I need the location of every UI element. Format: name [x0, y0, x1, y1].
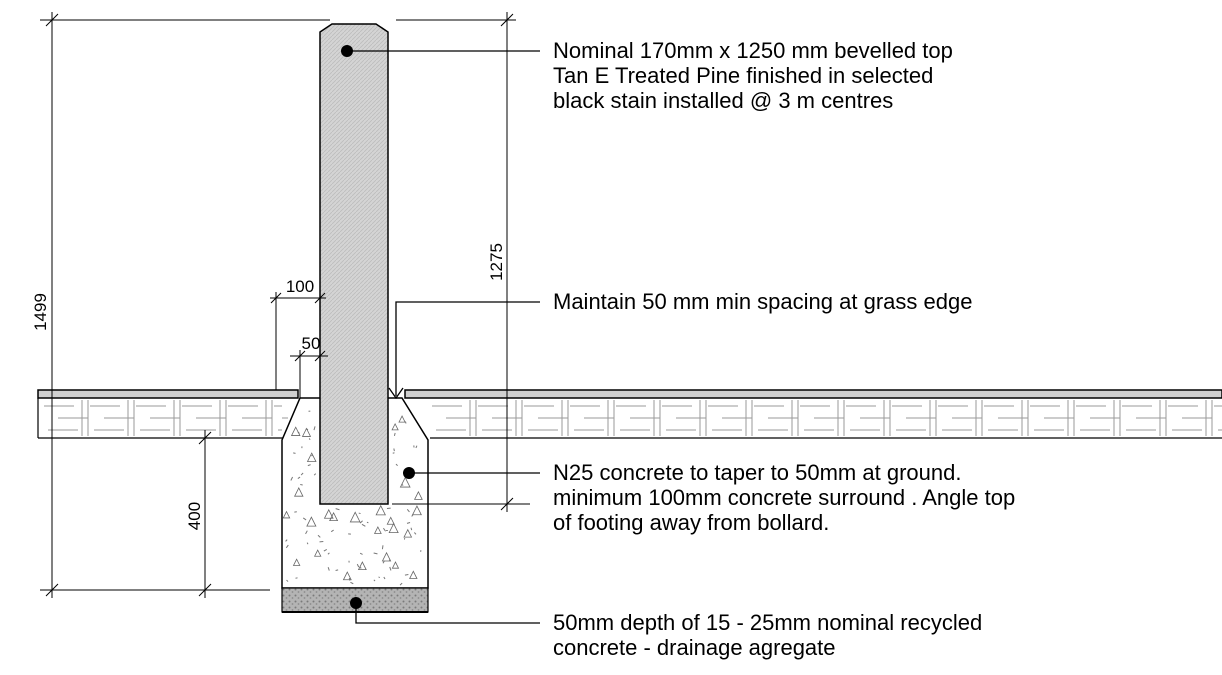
drainage-note-line-2: concrete - drainage agregate [553, 635, 836, 660]
leader-spacing-note [388, 301, 540, 400]
concrete-note-line-3: of footing away from bollard. [553, 510, 830, 535]
dimension-taper-width [290, 350, 328, 398]
post-spec-line-1: Nominal 170mm x 1250 mm bevelled top [553, 38, 953, 63]
leader-post-note [341, 45, 540, 57]
dimension-footing-depth [196, 430, 280, 598]
post-spec-line-3: black stain installed @ 3 m centres [553, 88, 894, 113]
dim-label-post-above-ground: 1275 [487, 243, 506, 281]
grass-surface-strip [37, 389, 1222, 399]
dimension-post-above-ground [392, 12, 530, 512]
spacing-note-line-1: Maintain 50 mm min spacing at grass edge [553, 289, 973, 314]
concrete-note: N25 concrete to taper to 50mm at ground.… [553, 460, 1015, 535]
post-spec-note: Nominal 170mm x 1250 mm bevelled top Tan… [553, 38, 953, 113]
ground-soil-pattern [44, 400, 1222, 436]
dim-label-surround-width: 100 [286, 277, 314, 296]
concrete-note-line-2: minimum 100mm concrete surround . Angle … [553, 485, 1016, 510]
leader-drainage-note [350, 597, 540, 624]
dim-label-total-height: 1499 [31, 293, 50, 331]
dimension-total-height [40, 12, 330, 598]
dimension-surround-width [270, 292, 326, 390]
timber-post [319, 23, 389, 505]
drainage-note-line-1: 50mm depth of 15 - 25mm nominal recycled [553, 610, 983, 635]
leader-concrete-note [403, 467, 540, 479]
drainage-note: 50mm depth of 15 - 25mm nominal recycled… [553, 610, 982, 660]
dim-label-taper-width: 50 [302, 334, 321, 353]
dim-label-footing-depth: 400 [185, 502, 204, 530]
spacing-note: Maintain 50 mm min spacing at grass edge [553, 289, 972, 314]
concrete-aggregate-marks [282, 410, 423, 586]
post-spec-line-2: Tan E Treated Pine finished in selected [553, 63, 934, 88]
concrete-note-line-1: N25 concrete to taper to 50mm at ground. [553, 460, 962, 485]
